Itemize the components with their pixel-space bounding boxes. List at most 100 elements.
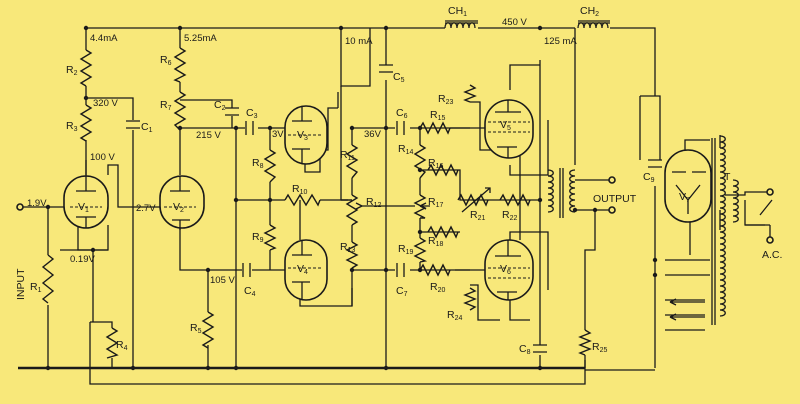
resistor-r9-symbol (263, 224, 277, 251)
label-r8: R8 (252, 157, 264, 170)
label-v-v2-plate: 215 V (196, 130, 221, 141)
resistor-r16-symbol (427, 163, 459, 177)
input-terminal (16, 203, 24, 211)
label-v-in-grid: 1.9V (27, 198, 47, 209)
label-output: OUTPUT (593, 193, 637, 205)
label-i-v2: 5.25mA (184, 33, 217, 44)
tubes (63, 99, 712, 301)
resistor-r21-wiper (461, 187, 491, 213)
label-r7: R7 (160, 99, 172, 112)
label-v7: V7 (679, 191, 690, 204)
resistor-r4-symbol (105, 327, 119, 359)
resistor-r3-symbol (79, 104, 93, 142)
label-r23: R23 (438, 93, 453, 106)
label-r9: R9 (252, 231, 264, 244)
label-c8: C8 (519, 343, 531, 356)
resistor-r2-symbol (79, 49, 93, 87)
label-r19: R19 (398, 243, 413, 256)
chokes (444, 20, 610, 29)
tube-v7-symbol (664, 149, 712, 223)
ac-switch (745, 199, 773, 237)
capacitor-c3-symbol (245, 121, 254, 135)
label-v-r12: 36V (364, 129, 382, 140)
label-r12: R12 (366, 196, 381, 209)
resistor-r17-wiper (419, 202, 430, 210)
label-ch1: CH1 (448, 5, 467, 18)
capacitor-c8-symbol (533, 344, 547, 353)
label-c2: C2 (214, 99, 226, 112)
resistor-r25-symbol (578, 329, 592, 356)
resistor-r20-symbol (419, 263, 451, 277)
label-v-v1-cathode: 100 V (90, 152, 115, 163)
resistor-r19-symbol (413, 237, 428, 263)
choke-ch2-symbol (577, 20, 610, 29)
label-r17: R17 (428, 196, 443, 209)
label-c1: C1 (141, 121, 153, 134)
resistor-r24-symbol (463, 287, 477, 311)
resistor-r12-wiper (341, 199, 363, 210)
resistor-r14-symbol (413, 144, 427, 179)
label-ac: A.C. (762, 249, 782, 261)
label-c5: C5 (393, 71, 405, 84)
label-r15: R15 (430, 109, 445, 122)
capacitor-c6-symbol (396, 121, 405, 135)
label-r3: R3 (66, 120, 78, 133)
tube-v3-symbol (284, 105, 328, 165)
label-transformer: T (724, 171, 731, 183)
capacitor-c9-symbol (648, 159, 662, 168)
label-r2: R2 (66, 64, 78, 77)
resistor-r11-symbol (345, 144, 359, 179)
label-v4: V4 (297, 263, 308, 276)
label-v-v4-plate: 105 V (210, 275, 235, 286)
resistor-r1-symbol (41, 254, 55, 304)
capacitor-c4-symbol (242, 263, 251, 277)
label-c6: C6 (396, 107, 408, 120)
tube-v6-symbol (484, 239, 534, 301)
label-i-mid: 10 mA (345, 36, 373, 47)
label-v3: V3 (297, 129, 308, 142)
resistor-r21-symbol (457, 193, 489, 207)
label-r22: R22 (502, 209, 517, 222)
resistor-r8-symbol (263, 149, 277, 183)
label-v1: V1 (78, 201, 89, 214)
label-c7: C7 (396, 285, 408, 298)
resistor-r7-symbol (173, 91, 187, 131)
label-r24: R24 (447, 309, 462, 322)
resistor-r15-symbol (419, 121, 451, 135)
label-r25: R25 (592, 341, 607, 354)
capacitor-c2-symbol (225, 107, 239, 116)
resistor-r18-symbol (427, 225, 459, 239)
text-labels: INPUT OUTPUT A.C. T 4.4mA 5.25mA 10 mA 1… (15, 5, 782, 356)
resistor-r23-symbol (463, 84, 477, 103)
label-v2: V2 (173, 201, 184, 214)
capacitor-c1-symbol (126, 120, 140, 129)
tube-v4-symbol (284, 239, 328, 301)
label-r16: R16 (428, 157, 443, 170)
label-v-b: 450 V (502, 17, 527, 28)
label-v-v3-k: 3V (272, 129, 284, 140)
label-input: INPUT (15, 268, 27, 300)
label-r21: R21 (470, 209, 485, 222)
label-c3: C3 (246, 107, 258, 120)
label-v-v2-grid: 2.7V (136, 203, 156, 214)
capacitors (126, 64, 662, 353)
capacitor-c5-symbol (379, 64, 393, 73)
label-r20: R20 (430, 281, 445, 294)
label-r6: R6 (160, 54, 172, 67)
label-i-out: 125 mA (544, 36, 577, 47)
label-r10: R10 (292, 183, 307, 196)
ac-terminal-1 (766, 188, 774, 196)
resistors (41, 47, 592, 359)
tube-v1-symbol (63, 175, 109, 229)
choke-ch1-symbol (444, 20, 478, 29)
label-r11: R11 (340, 149, 355, 162)
label-r1: R1 (30, 281, 42, 294)
output-terminal-2 (608, 206, 616, 214)
capacitor-c7-symbol (396, 263, 405, 277)
label-r14: R14 (398, 143, 413, 156)
output-transformer (547, 168, 576, 218)
ac-terminal-2 (766, 236, 774, 244)
label-c4: C4 (244, 285, 256, 298)
label-v-v1-k: 0.19V (70, 254, 95, 265)
tube-v5-symbol (484, 99, 534, 159)
